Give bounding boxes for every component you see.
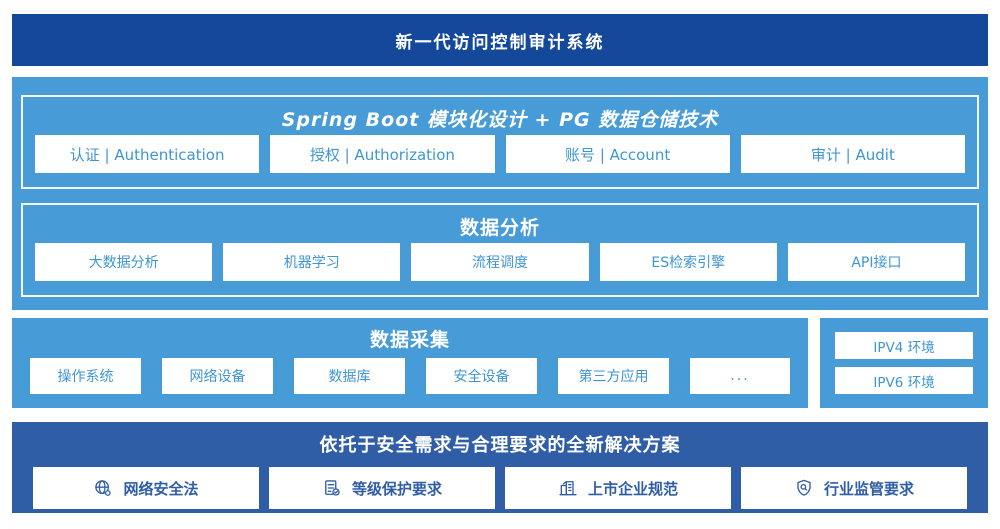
collect-database: 数据库 <box>294 358 405 394</box>
collection-item-row: 操作系统 网络设备 数据库 安全设备 第三方应用 ... <box>30 358 790 394</box>
data-collection-section: 数据采集 操作系统 网络设备 数据库 安全设备 第三方应用 ... <box>12 318 808 408</box>
module-account: 账号 | Account <box>505 135 730 173</box>
collection-row: 数据采集 操作系统 网络设备 数据库 安全设备 第三方应用 ... IPV4 环… <box>12 318 988 408</box>
collect-operating-system: 操作系统 <box>30 358 141 394</box>
module-api-interface: API接口 <box>787 243 966 281</box>
solution-label: 等级保护要求 <box>351 479 442 498</box>
data-analysis-subsection: 数据分析 大数据分析 机器学习 流程调度 ES检索引擎 API接口 <box>21 203 979 297</box>
solution-listed-company: 上市企业规范 <box>505 467 731 509</box>
module-bigdata-analysis: 大数据分析 <box>35 243 213 281</box>
document-check-icon <box>322 478 342 498</box>
solution-label: 行业监管要求 <box>823 479 914 498</box>
module-process-scheduling: 流程调度 <box>411 243 589 281</box>
solution-title: 依托于安全需求与合理要求的全新解决方案 <box>319 435 681 456</box>
ipv4-environment: IPV4 环境 <box>835 332 973 359</box>
globe-icon <box>93 478 113 498</box>
solution-label: 上市企业规范 <box>587 479 678 498</box>
module-audit: 审计 | Audit <box>740 135 965 173</box>
solution-section: 依托于安全需求与合理要求的全新解决方案 网络安全法 <box>12 422 988 513</box>
network-environment-panel: IPV4 环境 IPV6 环境 <box>820 318 988 408</box>
module-authentication: 认证 | Authentication <box>35 135 260 173</box>
collect-ellipsis: ... <box>690 358 790 394</box>
module-authorization: 授权 | Authorization <box>270 135 495 173</box>
collect-third-party-app: 第三方应用 <box>558 358 669 394</box>
shield-search-icon <box>794 478 814 498</box>
solution-item-row: 网络安全法 等级保护要求 <box>33 467 967 509</box>
solution-label: 网络安全法 <box>123 479 199 498</box>
building-icon <box>558 478 578 498</box>
module-es-search-engine: ES检索引擎 <box>599 243 777 281</box>
solution-cybersecurity-law: 网络安全法 <box>33 467 259 509</box>
module-machine-learning: 机器学习 <box>223 243 401 281</box>
auth-module-row: 认证 | Authentication 授权 | Authorization 账… <box>35 135 965 173</box>
platform-section: Spring Boot 模块化设计 + PG 数据仓储技术 认证 | Authe… <box>12 77 988 310</box>
springboot-title: Spring Boot 模块化设计 + PG 数据仓储技术 <box>281 109 719 131</box>
data-analysis-title: 数据分析 <box>459 217 540 239</box>
system-title: 新一代访问控制审计系统 <box>395 32 605 53</box>
ipv6-environment: IPV6 环境 <box>835 367 973 394</box>
collect-security-device: 安全设备 <box>426 358 537 394</box>
springboot-subsection: Spring Boot 模块化设计 + PG 数据仓储技术 认证 | Authe… <box>21 95 979 189</box>
analysis-module-row: 大数据分析 机器学习 流程调度 ES检索引擎 API接口 <box>35 243 966 281</box>
solution-industry-regulation: 行业监管要求 <box>741 467 967 509</box>
top-banner: 新一代访问控制审计系统 <box>12 14 988 66</box>
data-collection-title: 数据采集 <box>369 329 450 351</box>
solution-classified-protection: 等级保护要求 <box>269 467 495 509</box>
collect-network-device: 网络设备 <box>162 358 273 394</box>
